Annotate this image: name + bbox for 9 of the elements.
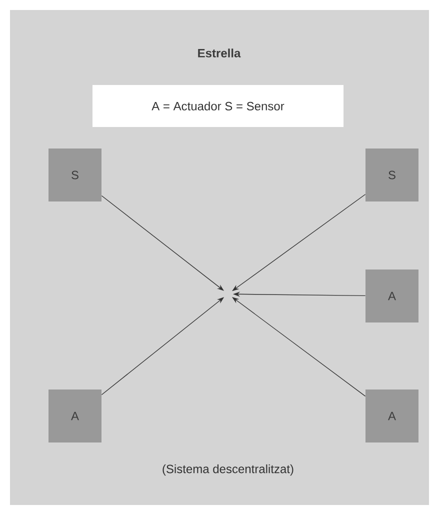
legend-box: A = Actuador S = Sensor — [92, 85, 344, 127]
device-box: S — [366, 148, 418, 202]
title: Estrella — [198, 48, 241, 58]
device-box: A — [366, 270, 418, 322]
device-box: S — [48, 148, 102, 202]
arrow — [232, 297, 366, 397]
device-box: A — [366, 390, 418, 442]
device-box: A — [48, 390, 102, 442]
caption: (Sistema descentralitzat) — [162, 464, 294, 476]
